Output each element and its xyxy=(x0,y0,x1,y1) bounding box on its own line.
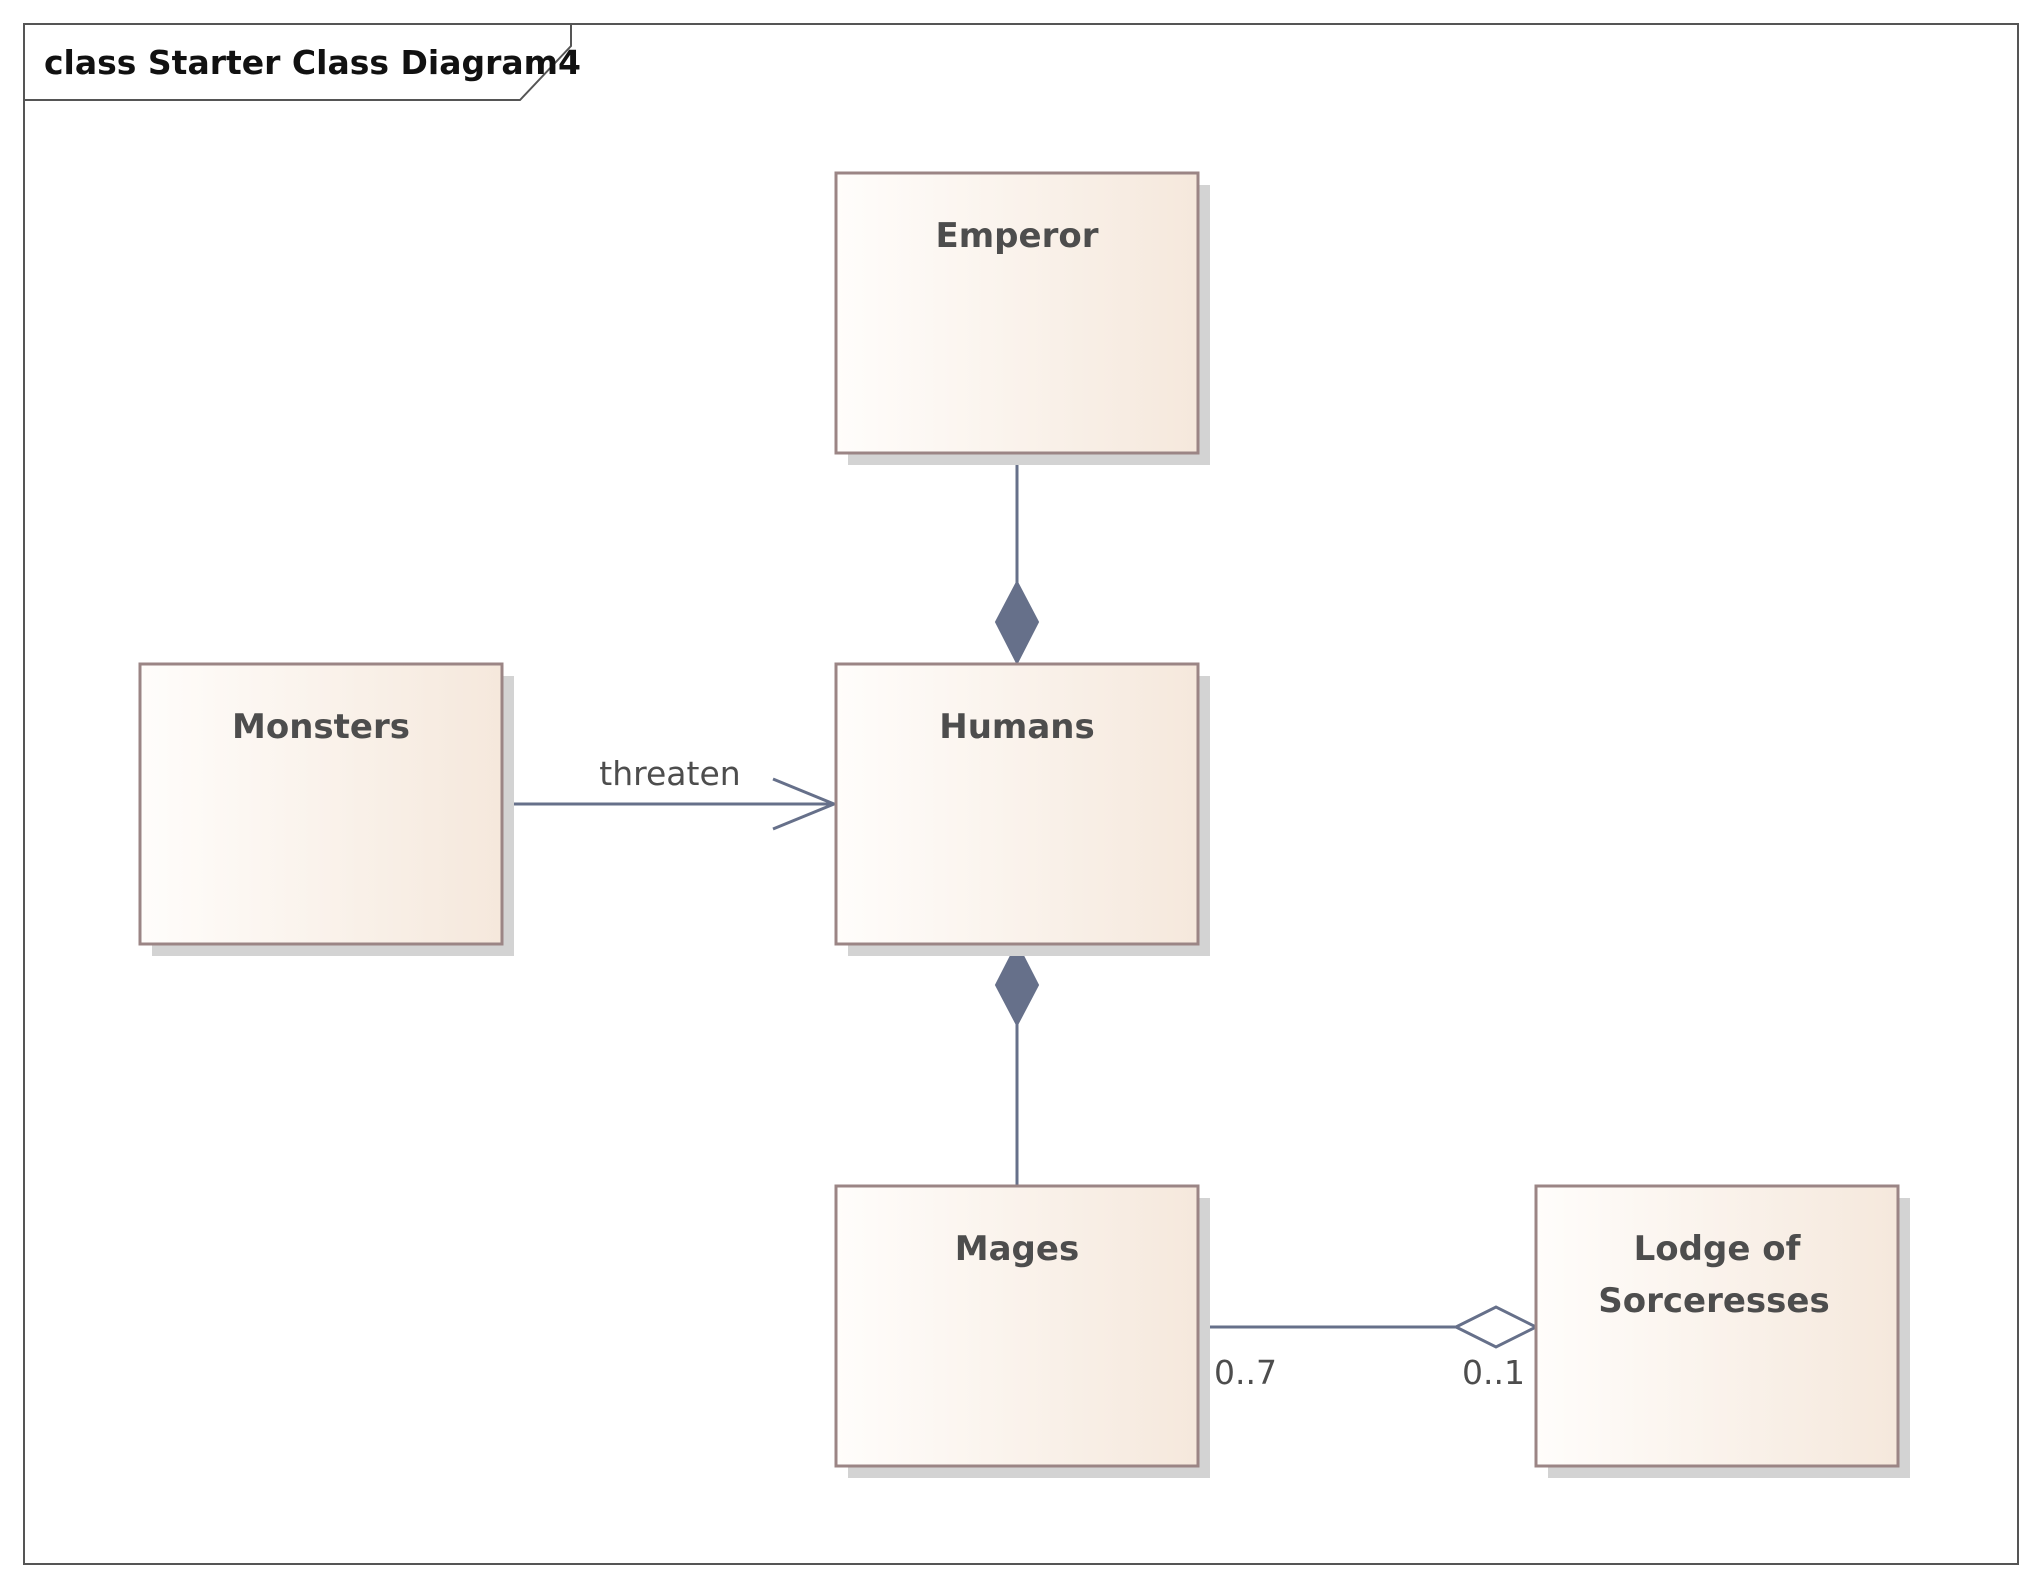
class-lodge-of-sorceresses[interactable]: Lodge of Sorceresses xyxy=(1534,1184,1910,1478)
frame-title-tab xyxy=(23,23,572,101)
class-name-line-1: Lodge of xyxy=(1634,1229,1802,1269)
class-name: Humans xyxy=(939,707,1094,747)
composition-diamond xyxy=(994,941,1040,1028)
target-multiplicity: 0..1 xyxy=(1462,1353,1525,1392)
class-mages[interactable]: Mages xyxy=(834,1184,1210,1478)
class-emperor[interactable]: Emperor xyxy=(834,171,1210,465)
source-multiplicity: 0..7 xyxy=(1214,1353,1277,1392)
class-name: Monsters xyxy=(232,707,410,747)
association-label: threaten xyxy=(599,754,740,793)
connector-mages-lodge[interactable]: 0..7 0..1 xyxy=(1198,1305,1540,1392)
class-name: Emperor xyxy=(936,216,1099,256)
frame-title: class Starter Class Diagram4 xyxy=(44,43,581,82)
class-name-line-2: Sorceresses xyxy=(1598,1281,1829,1321)
open-arrowhead xyxy=(772,777,838,831)
class-humans[interactable]: Humans xyxy=(834,662,1210,956)
class-monsters[interactable]: Monsters xyxy=(138,662,514,956)
connector-monsters-humans[interactable]: threaten xyxy=(502,754,838,831)
connector-humans-mages[interactable] xyxy=(994,941,1040,1186)
class-name: Mages xyxy=(955,1229,1079,1269)
